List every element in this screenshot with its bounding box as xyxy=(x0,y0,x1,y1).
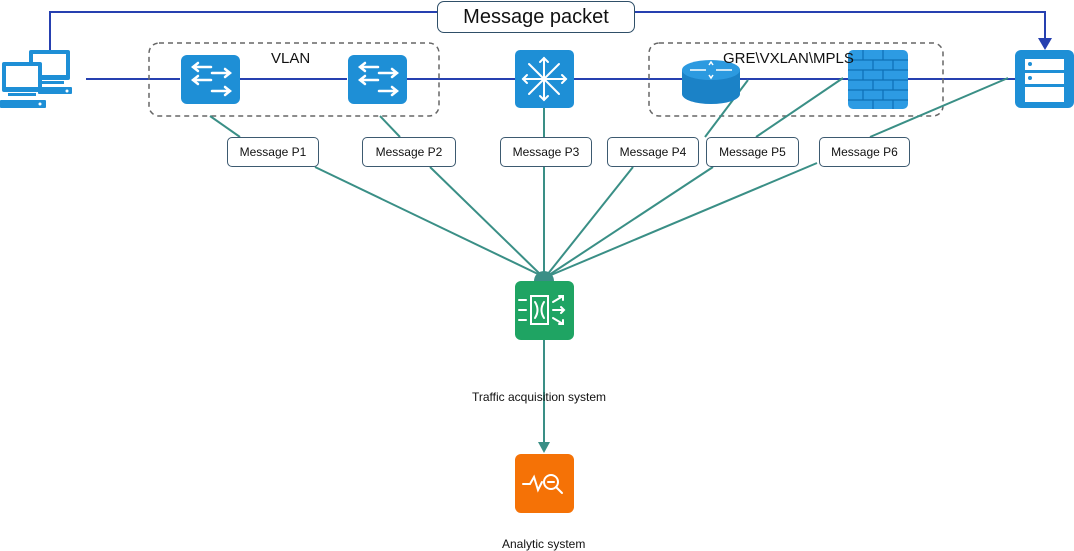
mirror-line-p1 xyxy=(314,166,541,276)
mirror-line-p5-top xyxy=(755,77,844,138)
mirror-line-p5 xyxy=(548,166,714,276)
pc-icon xyxy=(0,50,72,108)
message-box-p4: Message P4 xyxy=(607,137,699,167)
message-box-p2: Message P2 xyxy=(362,137,456,167)
firewall-icon xyxy=(848,50,908,109)
message-box-p5: Message P5 xyxy=(706,137,799,167)
message-packet-label: Message packet xyxy=(437,1,635,33)
collector-port xyxy=(534,271,554,281)
vlan-label: VLAN xyxy=(271,50,311,67)
tunnel-group xyxy=(648,42,944,117)
arrowhead-analytic xyxy=(538,442,550,453)
switch-icon-2 xyxy=(348,55,407,104)
switch-icon-1 xyxy=(181,55,240,104)
traffic-acquisition-label: Traffic acquisition system xyxy=(472,390,607,404)
tunnel-label: GRE\VXLAN\MPLS xyxy=(723,50,854,67)
mirror-line-p1-top xyxy=(209,115,241,138)
router-icon xyxy=(682,60,740,104)
mirror-line-p2-top xyxy=(379,115,401,138)
core-switch-icon xyxy=(515,50,574,108)
message-box-p3: Message P3 xyxy=(500,137,592,167)
vlan-group xyxy=(148,42,440,117)
mirror-line-p2 xyxy=(429,166,542,276)
analytic-system-label: Analytic system xyxy=(502,537,586,551)
message-box-p6: Message P6 xyxy=(819,137,910,167)
mirror-line-p6-top xyxy=(869,77,1009,138)
mirror-line-p4-top xyxy=(704,79,749,138)
mirror-line-p4 xyxy=(546,166,634,276)
server-icon xyxy=(1015,50,1074,108)
analytic-system-icon xyxy=(515,454,574,513)
traffic-acquisition-icon xyxy=(515,281,574,340)
mirror-line-p6 xyxy=(550,162,818,276)
message-box-p1: Message P1 xyxy=(227,137,319,167)
arrowhead-server xyxy=(1038,38,1052,50)
